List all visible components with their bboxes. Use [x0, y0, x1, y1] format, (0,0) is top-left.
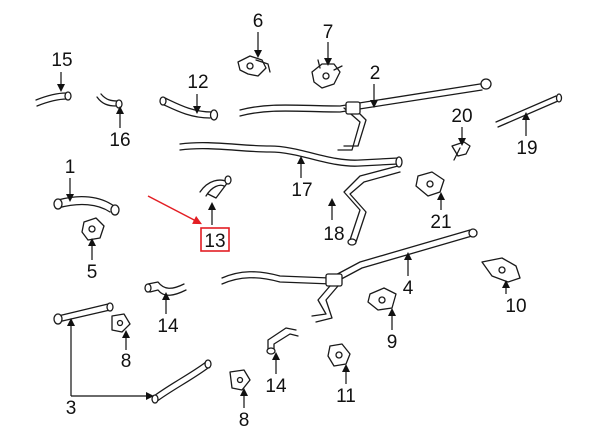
- callout-11: 11: [336, 386, 356, 407]
- part-5-clip: [81, 217, 105, 241]
- callout-3: 3: [66, 398, 77, 419]
- callout-4: 4: [403, 278, 414, 299]
- callout-17: 17: [291, 180, 312, 201]
- part-13-hose: [199, 175, 232, 199]
- part-1-hose: [53, 195, 120, 216]
- highlight-arrow: [147, 195, 202, 225]
- callout-19: 19: [516, 138, 537, 159]
- part-20-bracket: [451, 141, 471, 161]
- part-4-pipe-assembly: [221, 228, 478, 323]
- part-9-bracket: [367, 287, 397, 311]
- callout-13: 13: [204, 231, 225, 252]
- part-7-bracket: [311, 59, 343, 89]
- part-18-pipe: [343, 156, 403, 246]
- part-21-bracket: [415, 171, 445, 197]
- part-3-hoses: [53, 302, 212, 404]
- callout-14-upper: 14: [157, 316, 179, 337]
- part-15-hose: [35, 91, 72, 107]
- part-2-pipe-assembly: [239, 78, 492, 151]
- part-12-hose: [159, 96, 219, 121]
- callout-20: 20: [451, 106, 472, 127]
- part-8a-clip: [111, 313, 131, 333]
- part-16-hose: [96, 93, 123, 109]
- callout-18: 18: [323, 224, 344, 245]
- callout-7: 7: [323, 22, 334, 43]
- callout-5: 5: [87, 262, 98, 283]
- part-6-bracket: [237, 55, 271, 77]
- callout-12: 12: [187, 72, 208, 93]
- callout-13-highlight-box: [200, 227, 230, 252]
- part-19-pipe: [495, 93, 563, 128]
- callout-21: 21: [430, 212, 451, 233]
- part-11-bracket: [327, 343, 351, 367]
- callout-2: 2: [370, 63, 381, 84]
- part-8b-clip: [229, 369, 251, 391]
- callout-16: 16: [109, 130, 130, 151]
- callout-6: 6: [253, 11, 264, 32]
- callout-10: 10: [505, 296, 526, 317]
- callout-1: 1: [65, 157, 76, 178]
- callout-15: 15: [51, 50, 72, 71]
- part-14b-elbow: [266, 327, 299, 355]
- part-14a-elbow: [144, 281, 187, 296]
- part-10-bracket: [481, 257, 521, 283]
- callout-8-lower: 8: [239, 410, 250, 431]
- callout-14-lower: 14: [265, 376, 287, 397]
- callout-9: 9: [387, 332, 398, 353]
- callout-8-upper: 8: [121, 351, 132, 372]
- part-17-hose: [179, 142, 399, 167]
